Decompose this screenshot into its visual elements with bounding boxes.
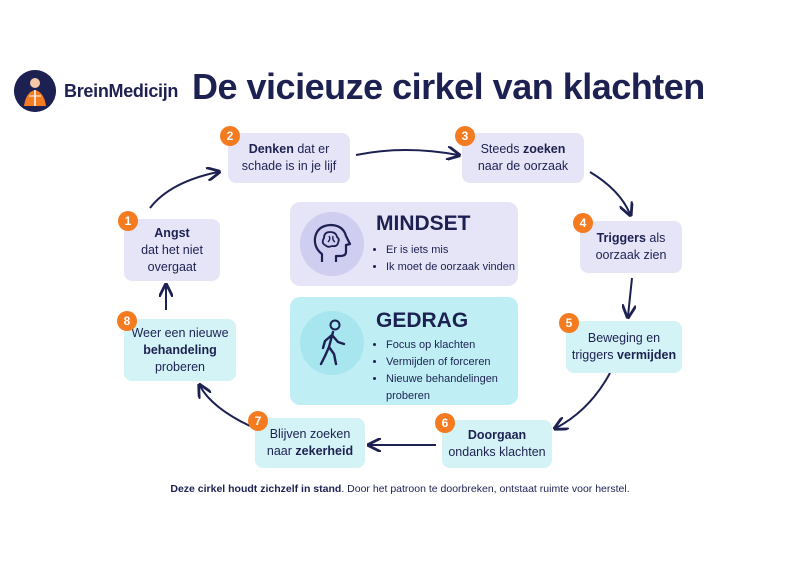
- step-8-number: 8: [117, 311, 137, 331]
- step-1-text: dat het niet overgaat: [141, 242, 203, 274]
- step-6-box: Doorgaan ondanks klachten: [442, 420, 552, 468]
- step-2-box: Denken dat er schade is in je lijf: [228, 133, 350, 183]
- step-1-number: 1: [118, 211, 138, 231]
- step-3-box: Steeds zoeken naar de oorzaak: [462, 133, 584, 183]
- step-7-box: Blijven zoeken naar zekerheid: [255, 418, 365, 468]
- gedrag-item: Focus op klachten: [386, 337, 518, 354]
- gedrag-list: Focus op klachten Vermijden of forceren …: [374, 337, 518, 405]
- step-1-bold: Angst: [154, 225, 190, 240]
- brand-logo: BreinMedicijn: [14, 70, 178, 116]
- step-4-number: 4: [573, 213, 593, 233]
- step-6-number: 6: [435, 413, 455, 433]
- step-5-text: Beweging en triggers vermijden: [571, 331, 677, 362]
- step-3-number: 3: [455, 126, 475, 146]
- arrow-4-to-5: [628, 277, 632, 316]
- step-6-bold: Doorgaan: [467, 428, 527, 442]
- mindset-item: Ik moet de oorzaak vinden: [386, 259, 515, 276]
- step-1-box: Angst dat het niet overgaat: [124, 219, 220, 281]
- step-6-text: ondanks klachten: [448, 445, 546, 459]
- arrow-2-to-3: [355, 150, 458, 155]
- page-title: De vicieuze cirkel van klachten: [192, 66, 705, 107]
- arrow-7-to-8: [200, 386, 251, 427]
- mindset-panel: MINDSET Er is iets mis Ik moet de oorzaa…: [290, 202, 518, 286]
- mindset-title: MINDSET: [376, 212, 471, 235]
- step-7-number: 7: [248, 411, 268, 431]
- arrow-1-to-2: [149, 172, 218, 209]
- logo-badge-icon: [14, 70, 56, 112]
- walking-person-icon: [319, 319, 346, 366]
- step-5-number: 5: [559, 313, 579, 333]
- mindset-icon-circle: [300, 212, 364, 276]
- gedrag-item: Nieuwe behandelingen proberen: [386, 371, 518, 405]
- step-8-box: Weer een nieuwe behandeling proberen: [124, 319, 236, 381]
- footer-note: Deze cirkel houdt zichzelf in stand. Doo…: [170, 483, 630, 495]
- step-4-text: Triggers als oorzaak zien: [595, 231, 667, 262]
- step-4-box: Triggers als oorzaak zien: [580, 221, 682, 273]
- step-8-text: Weer een nieuwe behandeling proberen: [131, 325, 229, 374]
- head-brain-icon: [313, 223, 352, 262]
- logo-text: BreinMedicijn: [64, 81, 179, 101]
- step-2-number: 2: [220, 126, 240, 146]
- arrow-3-to-4: [589, 171, 630, 214]
- gedrag-item: Vermijden of forceren: [386, 354, 518, 371]
- step-3-text: Steeds zoeken naar de oorzaak: [477, 142, 569, 173]
- gedrag-icon-circle: [300, 311, 364, 375]
- step-2-text: Denken dat er schade is in je lijf: [241, 142, 337, 173]
- mindset-item: Er is iets mis: [386, 242, 515, 259]
- gedrag-panel: GEDRAG Focus op klachten Vermijden of fo…: [290, 297, 518, 405]
- arrow-5-to-6: [556, 372, 611, 428]
- step-7-text: Blijven zoeken naar zekerheid: [266, 427, 354, 458]
- step-5-box: Beweging en triggers vermijden: [566, 321, 682, 373]
- gedrag-title: GEDRAG: [376, 309, 469, 332]
- mindset-list: Er is iets mis Ik moet de oorzaak vinden: [374, 242, 515, 276]
